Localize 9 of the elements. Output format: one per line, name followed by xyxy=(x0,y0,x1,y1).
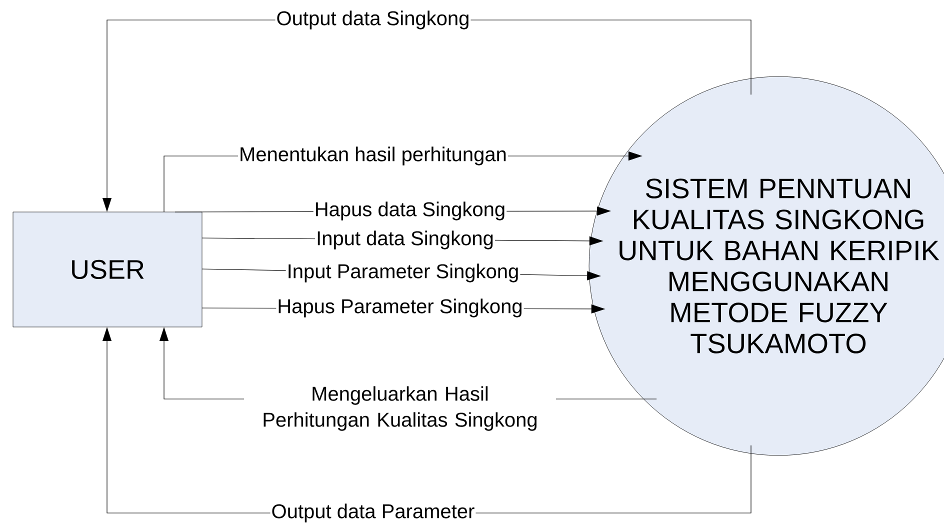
edge-label: Hapus Parameter Singkong xyxy=(276,298,524,318)
edge-label: Mengeluarkan Hasil Perhitungan Kualitas Singkong xyxy=(244,385,556,432)
edge-label: Output data Parameter xyxy=(270,502,476,524)
edge-label: Output data Singkong xyxy=(275,10,471,30)
edge-label: Menentukan hasil perhitungan xyxy=(238,146,508,166)
edge-label: Hapus data Singkong xyxy=(313,200,507,222)
entity-box: USER xyxy=(12,212,202,328)
edge-label: Input data Singkong xyxy=(315,230,495,250)
edge-label: Input Parameter Singkong xyxy=(286,262,520,284)
